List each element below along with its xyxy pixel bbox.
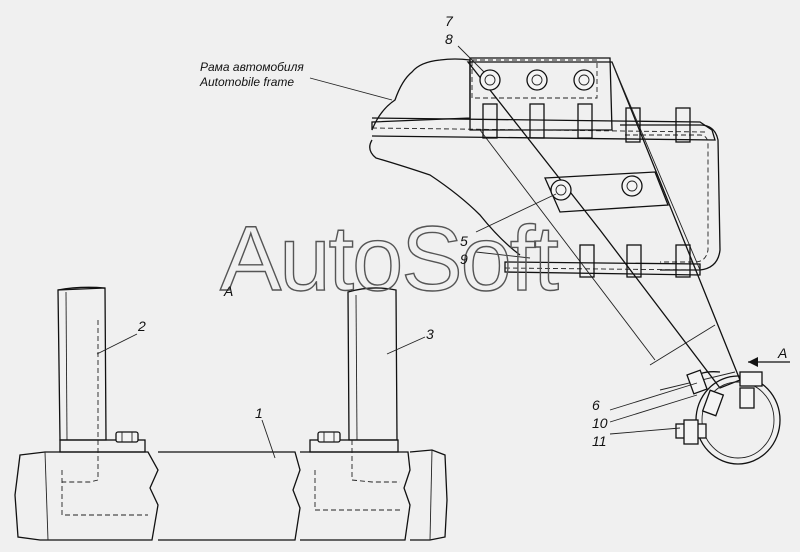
callout-3: 3	[426, 326, 434, 342]
vehicle-frame	[371, 58, 471, 131]
base-beam	[14, 451, 159, 541]
frame-label-en: Automobile frame	[199, 75, 294, 89]
upper-assembly	[369, 57, 781, 465]
top-nuts	[479, 69, 643, 201]
callout-11: 11	[592, 433, 607, 449]
callout-6: 6	[592, 397, 600, 413]
callout-2: 2	[137, 318, 146, 334]
callout-10: 10	[592, 415, 608, 431]
callout-5: 5	[460, 233, 468, 249]
clamp	[675, 369, 781, 465]
left-nut	[115, 431, 139, 443]
leader-lines	[96, 45, 790, 459]
watermark-logo: AutoSoft	[220, 208, 558, 310]
rail-bolts	[482, 103, 691, 278]
right-post	[347, 287, 398, 441]
view-marker-right: A	[777, 345, 787, 361]
callout-1: 1	[255, 405, 263, 421]
callout-8: 8	[445, 31, 453, 47]
callout-9: 9	[460, 251, 468, 267]
callout-7: 7	[445, 13, 454, 29]
right-nut	[317, 431, 341, 443]
diagonal-strut	[466, 61, 741, 389]
frame-label-ru: Рама автомобиля	[200, 60, 304, 74]
left-post	[57, 287, 107, 441]
lower-assembly	[14, 286, 448, 541]
view-marker-left: A	[223, 283, 233, 299]
